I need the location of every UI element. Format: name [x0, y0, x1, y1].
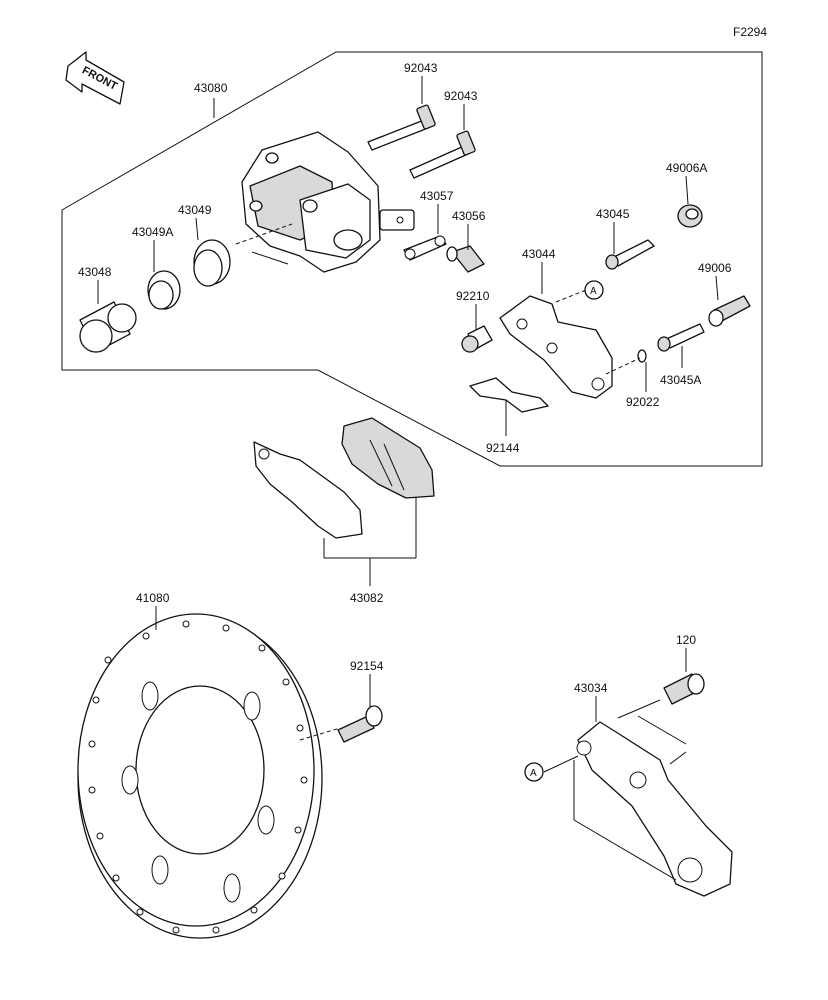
callout-92210: 92210 [456, 289, 490, 303]
dust-seal-43049A [147, 270, 181, 310]
callout-92154: 92154 [350, 659, 384, 673]
caliper-assembly-outline [61, 51, 763, 467]
boot-49006A [677, 204, 703, 228]
bolt-120 [663, 673, 705, 705]
callout-43034: 43034 [574, 681, 608, 695]
callout-labels: 43080 92043 92043 49006A 43049 43049A 43… [78, 61, 732, 695]
callout-43045A: 43045A [660, 373, 701, 387]
callout-92043-upper: 92043 [404, 61, 438, 75]
callout-92043-lower: 92043 [444, 89, 478, 103]
boot-49006 [708, 295, 751, 327]
bleeder-valve-43056 [446, 245, 485, 273]
brake-pad-inner [341, 417, 435, 499]
svg-text:A: A [590, 286, 597, 297]
callout-43056: 43056 [452, 209, 486, 223]
piston-43048 [79, 301, 137, 353]
callout-43044: 43044 [522, 247, 556, 261]
pad-link-43057 [403, 235, 447, 261]
caliper-bracket-43044 [499, 295, 613, 399]
piston-seal-43049 [193, 239, 231, 287]
callout-49006A: 49006A [666, 161, 707, 175]
ref-mark-a-lower: A [524, 762, 544, 782]
figure-code: F2294 [733, 25, 767, 39]
ref-mark-a-upper: A [584, 280, 604, 300]
callout-92144: 92144 [486, 441, 520, 455]
callout-43048: 43048 [78, 265, 112, 279]
leader-lines [97, 76, 719, 881]
callout-43049: 43049 [178, 203, 212, 217]
bracket-43034 [576, 721, 733, 897]
caliper-body [241, 131, 415, 273]
callout-43082: 43082 [350, 591, 384, 605]
brake-disc-41080 [77, 613, 323, 939]
brake-pad-outer [253, 441, 363, 539]
callout-43080: 43080 [194, 81, 228, 95]
callout-43057: 43057 [420, 189, 454, 203]
callout-43049A: 43049A [132, 225, 173, 239]
sleeve-43045A [657, 323, 705, 352]
callout-49006: 49006 [698, 261, 732, 275]
caliper-pin-lower [409, 130, 476, 179]
caliper-pin-upper [367, 104, 436, 151]
svg-text:A: A [530, 768, 537, 779]
front-arrow-icon: FRONT [65, 51, 125, 105]
sleeve-43045 [605, 239, 655, 270]
callout-92022: 92022 [626, 395, 660, 409]
disc-bolt-92154 [337, 705, 383, 743]
callout-41080: 41080 [136, 591, 170, 605]
pad-spring-92144 [469, 377, 549, 413]
callout-120: 120 [676, 633, 696, 647]
circlip-92022 [637, 349, 647, 363]
callout-43045: 43045 [596, 207, 630, 221]
bushing-92210 [461, 325, 493, 353]
